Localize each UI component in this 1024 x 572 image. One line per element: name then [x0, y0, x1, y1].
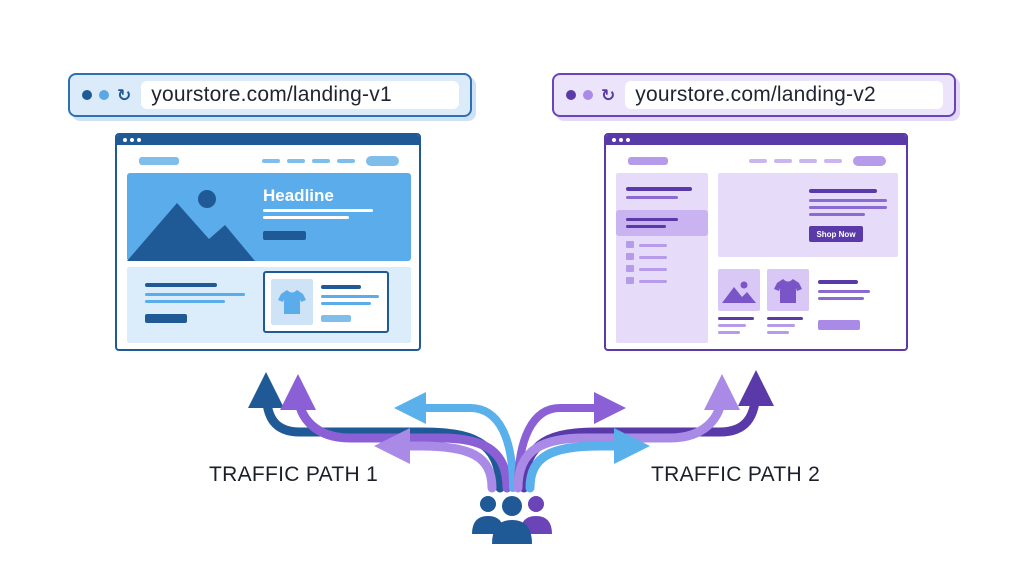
- url-text-v2: yourstore.com/landing-v2: [625, 81, 944, 109]
- sidebar-bullet: [626, 253, 634, 260]
- reload-icon[interactable]: ↻: [601, 85, 616, 105]
- hero-cta-button: [263, 231, 306, 240]
- nav-link: [749, 159, 767, 163]
- window-dot: [583, 90, 593, 100]
- landing-page-v1-mockup: Headline: [115, 133, 421, 351]
- nav-link: [312, 159, 330, 163]
- hero-text-line: [263, 209, 373, 212]
- product-text-line: [767, 331, 789, 334]
- nav-link: [337, 159, 355, 163]
- sidebar-highlight: [616, 210, 708, 236]
- window-dot: [82, 90, 92, 100]
- image-placeholder-icon: [127, 190, 255, 261]
- nav-button: [366, 156, 399, 166]
- window-dot: [99, 90, 109, 100]
- address-bar-v1[interactable]: ↻ yourstore.com/landing-v1: [68, 73, 472, 117]
- content-button: [145, 314, 187, 323]
- browser-titlebar: [117, 135, 419, 145]
- hero-panel: [718, 173, 898, 257]
- sidebar-text-line: [639, 268, 667, 271]
- nav-link: [262, 159, 280, 163]
- url-text-v1: yourstore.com/landing-v1: [141, 81, 460, 109]
- sidebar-heading-line: [626, 187, 692, 191]
- text-line: [145, 293, 245, 296]
- sidebar-text-line: [626, 225, 666, 228]
- product-text-line: [718, 317, 754, 320]
- hero-text-line: [809, 199, 887, 202]
- browser-titlebar: [606, 135, 906, 145]
- product-title-line: [321, 285, 361, 289]
- product-image-tile: [718, 269, 760, 311]
- hero-text-line: [809, 213, 865, 216]
- sidebar-bullet: [626, 241, 634, 248]
- nav-button: [853, 156, 886, 166]
- reload-icon[interactable]: ↻: [117, 85, 132, 105]
- product-button: [818, 320, 860, 330]
- product-text-line: [767, 324, 795, 327]
- traffic-path-2-label: TRAFFIC PATH 2: [651, 463, 821, 486]
- product-text-line: [321, 295, 379, 298]
- sidebar-bullet: [626, 265, 634, 272]
- product-text-line: [718, 331, 740, 334]
- nav-link: [287, 159, 305, 163]
- tshirt-icon: [774, 279, 802, 303]
- product-text-line: [321, 302, 371, 305]
- sidebar-text-line: [639, 244, 667, 247]
- sidebar-bullet: [626, 277, 634, 284]
- product-button: [321, 315, 351, 322]
- sidebar-text-line: [639, 280, 667, 283]
- image-placeholder-icon: [722, 281, 756, 303]
- text-line: [145, 300, 225, 303]
- hero-text-line: [809, 206, 887, 209]
- hero-headline: Headline: [263, 186, 334, 205]
- text-line: [145, 283, 217, 287]
- product-text-line: [767, 317, 803, 320]
- hero-heading-line: [809, 189, 877, 193]
- nav-link: [824, 159, 842, 163]
- product-text-line: [718, 324, 746, 327]
- sidebar-text-line: [639, 256, 667, 259]
- arrow-right-short: [525, 428, 650, 493]
- arrow-to-v2-light: [513, 374, 740, 493]
- arrow-left-short: [374, 428, 497, 493]
- tshirt-icon: [278, 290, 306, 314]
- traffic-path-1-label: TRAFFIC PATH 1: [209, 463, 379, 486]
- hero-text-line: [263, 216, 349, 219]
- nav-logo-placeholder: [628, 157, 668, 165]
- product-text-line: [818, 297, 864, 300]
- nav-logo-placeholder: [139, 157, 179, 165]
- sidebar-text-line: [626, 218, 678, 221]
- shop-now-button: Shop Now: [809, 226, 863, 242]
- sidebar-text-line: [626, 196, 678, 199]
- arrow-center-left: [394, 392, 517, 492]
- landing-page-v2-mockup: Shop Now: [604, 133, 908, 351]
- nav-link: [799, 159, 817, 163]
- nav-link: [774, 159, 792, 163]
- window-dot: [566, 90, 576, 100]
- users-group-icon: [472, 496, 552, 544]
- address-bar-v2[interactable]: ↻ yourstore.com/landing-v2: [552, 73, 956, 117]
- product-title-line: [818, 280, 858, 284]
- arrow-to-v1-purple: [280, 374, 512, 493]
- product-text-line: [818, 290, 870, 293]
